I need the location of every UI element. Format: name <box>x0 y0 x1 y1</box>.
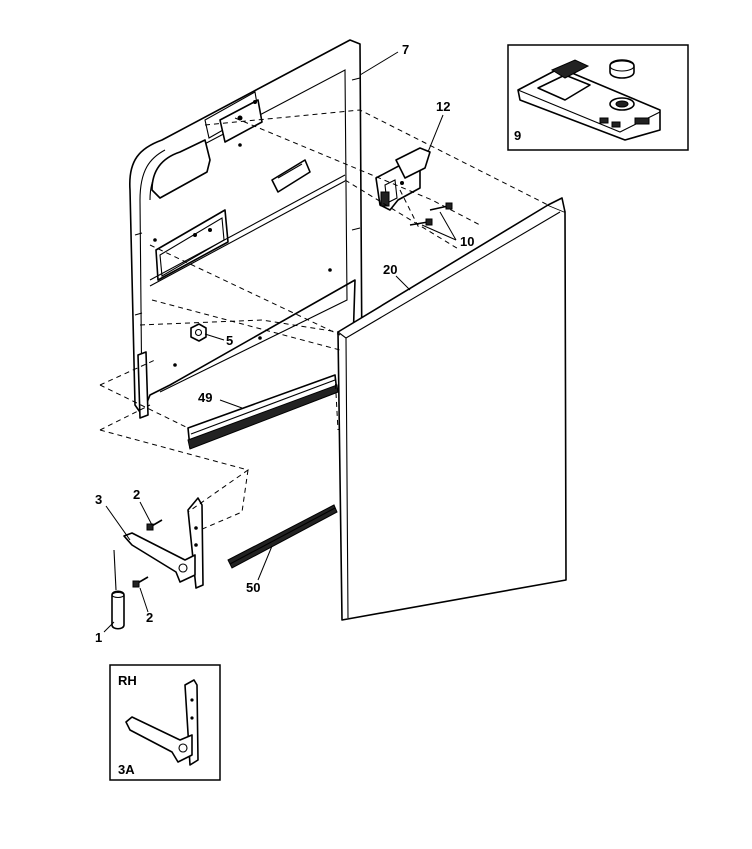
door-gasket-strip <box>187 374 339 450</box>
callout-3: 3 <box>95 492 102 507</box>
inset-side-label: RH <box>118 673 137 688</box>
callout-9: 9 <box>514 128 521 143</box>
callout-2-lower: 2 <box>146 610 153 625</box>
callout-10: 10 <box>460 234 474 249</box>
callout-1: 1 <box>95 630 102 645</box>
leader-lines <box>103 51 457 633</box>
inner-door-frame <box>129 39 363 419</box>
hinge-pin-part <box>111 549 125 630</box>
door-latch-part <box>375 147 431 211</box>
callout-2-upper: 2 <box>133 487 140 502</box>
callout-20: 20 <box>383 262 397 277</box>
callout-labels: 7 12 9 10 20 5 49 3 2 2 50 1 <box>95 42 521 645</box>
door-hinge-part <box>123 497 204 589</box>
callout-12: 12 <box>436 99 450 114</box>
inset-dispenser <box>507 44 689 151</box>
bottom-trim-strip <box>227 504 338 569</box>
outer-door-panel <box>337 197 567 621</box>
alignment-lines <box>99 109 549 531</box>
callout-50: 50 <box>246 580 260 595</box>
inset-rh-hinge: RH 3A <box>109 664 221 781</box>
inset-part-label: 3A <box>118 762 135 777</box>
hinge-screws <box>132 519 163 588</box>
nut-part <box>190 323 207 342</box>
callout-7: 7 <box>402 42 409 57</box>
callout-49: 49 <box>198 390 212 405</box>
callout-5: 5 <box>226 333 233 348</box>
